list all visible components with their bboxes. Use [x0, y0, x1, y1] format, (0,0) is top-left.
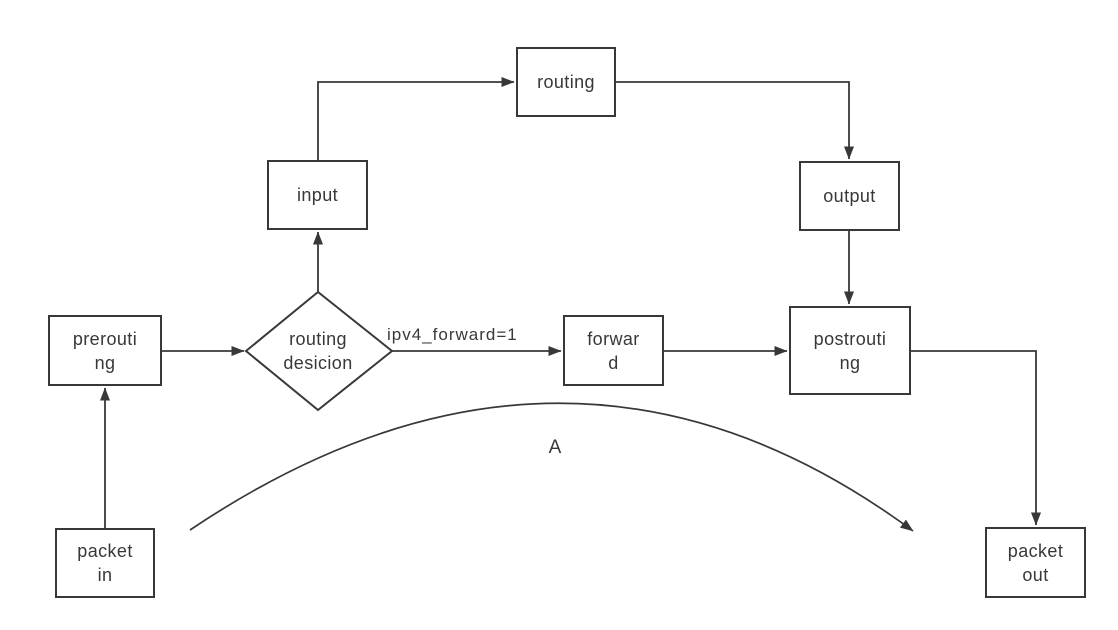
node-label-line: packet — [77, 541, 133, 561]
node-packet-out: packet out — [985, 527, 1086, 598]
node-label-line: in — [97, 565, 113, 585]
node-postrouting: postrouti ng — [789, 306, 911, 395]
node-label-line: forwar — [587, 328, 640, 349]
edge-curve-a — [189, 402, 914, 532]
node-label-line: desicion — [283, 353, 353, 373]
edge-postrouting-packetout — [911, 350, 1041, 526]
edge-routing-output — [616, 81, 854, 160]
node-routing: routing — [516, 47, 616, 117]
node-label-line: routing — [289, 329, 347, 349]
node-label-line: input — [296, 185, 339, 205]
node-label-line: output — [823, 186, 876, 206]
routing-decision-diamond-shape — [244, 290, 394, 412]
node-routing-decision: routing desicion — [246, 327, 390, 375]
node-label-line: out — [1022, 564, 1049, 585]
node-label-line: ng — [94, 352, 116, 373]
node-input: input — [267, 160, 368, 230]
node-label-line: postrouti — [813, 328, 887, 349]
edge-label-a: A — [548, 437, 562, 458]
node-label-line: packet — [1007, 540, 1064, 561]
node-label-line: routing — [537, 72, 595, 92]
node-label-line: ng — [839, 352, 861, 373]
node-prerouting: prerouti ng — [48, 315, 162, 386]
node-label-line: prerouti — [72, 328, 138, 349]
edge-label-ipv4-forward: ipv4_forward=1 — [387, 325, 518, 344]
node-packet-in: packet in — [55, 528, 155, 598]
edge-input-routing — [317, 77, 515, 160]
node-output: output — [799, 161, 900, 231]
node-label-line: d — [608, 352, 619, 373]
node-forward: forwar d — [563, 315, 664, 386]
